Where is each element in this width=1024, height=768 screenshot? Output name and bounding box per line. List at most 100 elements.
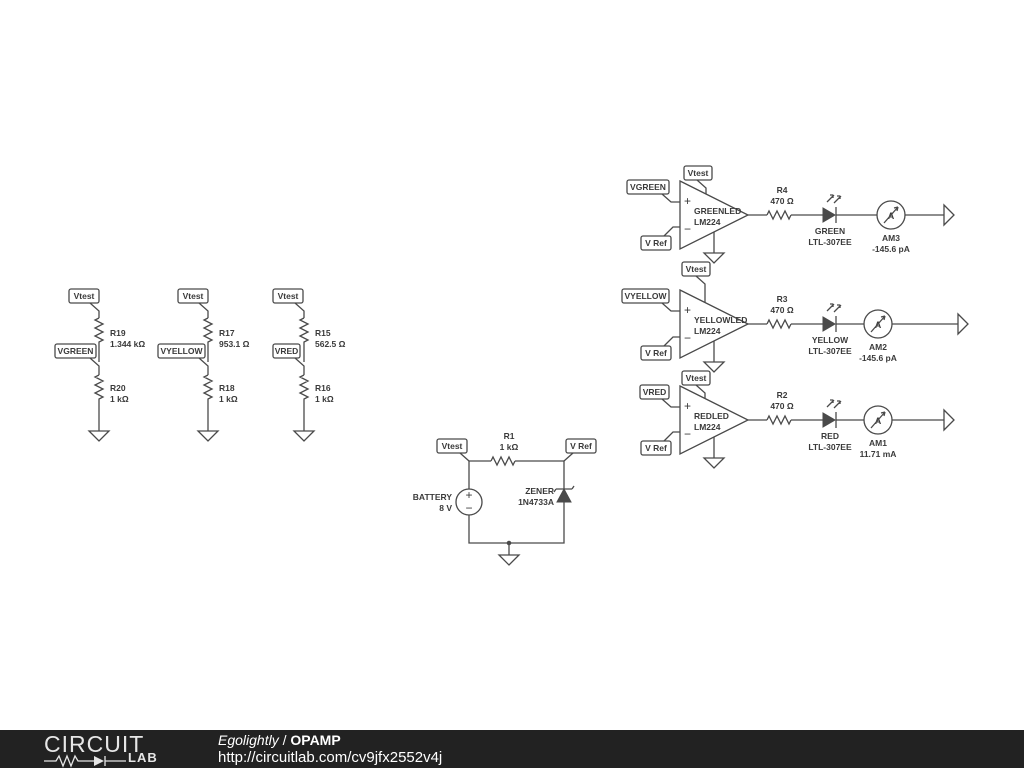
plus-icon: + bbox=[465, 488, 472, 502]
r19-name: R19 bbox=[110, 328, 126, 338]
r20-name: R20 bbox=[110, 383, 126, 393]
tag-text: Vtest bbox=[278, 291, 299, 301]
r15-name: R15 bbox=[315, 328, 331, 338]
plus-icon: + bbox=[684, 303, 691, 317]
minus-icon: − bbox=[684, 222, 691, 236]
led-name: YELLOW bbox=[812, 335, 849, 345]
r17-name: R17 bbox=[219, 328, 235, 338]
circuit-title: Egolightly / OPAMP bbox=[218, 731, 341, 749]
r15-value: 562.5 Ω bbox=[315, 339, 346, 349]
ground-symbol bbox=[957, 312, 969, 336]
net-label-vref bbox=[640, 345, 672, 361]
net-label-vred bbox=[639, 384, 670, 400]
tag-text: Vtest bbox=[686, 373, 707, 383]
led-yellow[interactable] bbox=[822, 303, 842, 332]
zener-diode[interactable] bbox=[553, 485, 575, 503]
plus-icon: + bbox=[684, 399, 691, 413]
resistor-r17[interactable] bbox=[202, 317, 214, 362]
net-label-vtest bbox=[436, 438, 468, 454]
led-green[interactable] bbox=[822, 194, 842, 223]
net-label-vtest bbox=[272, 288, 304, 304]
resistor-r4[interactable] bbox=[766, 209, 792, 221]
ground-symbol bbox=[497, 554, 521, 566]
circuit-url[interactable]: http://circuitlab.com/cv9jfx2552v4j bbox=[218, 749, 443, 766]
author-link[interactable]: Egolightly bbox=[218, 732, 279, 748]
resistor-r3[interactable] bbox=[766, 318, 792, 330]
zener-name: ZENER bbox=[525, 486, 554, 496]
minus-icon: − bbox=[684, 427, 691, 441]
minus-icon: − bbox=[684, 331, 691, 345]
divider-green[interactable]: Vtest R19 1.344 kΩ VGREEN R20 1 kΩ bbox=[54, 288, 145, 442]
led-part: LTL-307EE bbox=[808, 237, 852, 247]
schematic-canvas[interactable]: Vtest R19 1.344 kΩ VGREEN R20 1 kΩ Vtest… bbox=[0, 0, 1024, 730]
opamp-part: LM224 bbox=[694, 422, 721, 432]
resistor-r2[interactable] bbox=[766, 414, 792, 426]
opamp-name: REDLED bbox=[694, 411, 729, 421]
ground-symbol bbox=[292, 430, 316, 442]
r3-name: R3 bbox=[777, 294, 788, 304]
led-name: RED bbox=[821, 431, 839, 441]
ground-symbol bbox=[943, 203, 955, 227]
channel-red[interactable]: Vtest VRED V Ref + − REDLED LM224 R2 470… bbox=[639, 370, 955, 469]
channel-yellow[interactable]: Vtest VYELLOW V Ref + − YELLOWLED LM224 … bbox=[621, 261, 969, 373]
battery-value: 8 V bbox=[439, 503, 452, 513]
net-label-vtest bbox=[177, 288, 209, 304]
title-separator: / bbox=[278, 732, 291, 748]
project-name[interactable]: OPAMP bbox=[290, 732, 341, 748]
opamp-name: YELLOWLED bbox=[694, 315, 747, 325]
ammeter-icon: A bbox=[875, 416, 882, 426]
resistor-r1[interactable] bbox=[490, 455, 516, 467]
tag-text: VGREEN bbox=[630, 182, 666, 192]
divider-red[interactable]: Vtest R15 562.5 Ω VRED R16 1 kΩ bbox=[272, 288, 346, 442]
ground-symbol bbox=[196, 430, 220, 442]
r2-name: R2 bbox=[777, 390, 788, 400]
tag-text: VYELLOW bbox=[624, 291, 667, 301]
logo-text-circuit: CIRCUIT bbox=[44, 731, 145, 757]
net-label-vgreen bbox=[626, 179, 670, 195]
r18-name: R18 bbox=[219, 383, 235, 393]
tag-text: VRED bbox=[275, 346, 299, 356]
ammeter-icon: A bbox=[875, 320, 882, 330]
resistor-r20[interactable] bbox=[93, 374, 105, 431]
tag-text: V Ref bbox=[645, 238, 667, 248]
r1-name: R1 bbox=[504, 431, 515, 441]
reference-circuit[interactable]: Vtest R1 1 kΩ V Ref + − BATTERY 8 V ZENE… bbox=[413, 431, 597, 566]
light-rays-icon bbox=[826, 194, 842, 204]
resistor-r18[interactable] bbox=[202, 374, 214, 431]
ground-symbol bbox=[702, 457, 726, 469]
net-label-vtest bbox=[683, 165, 713, 181]
footer-bar: CIRCUIT LAB Egolightly / OPAMP http://ci… bbox=[0, 730, 1024, 768]
r2-value: 470 Ω bbox=[770, 401, 794, 411]
net-label-vtest bbox=[68, 288, 100, 304]
resistor-r19[interactable] bbox=[93, 317, 105, 362]
opamp-name: GREENLED bbox=[694, 206, 741, 216]
meter-name: AM3 bbox=[882, 233, 900, 243]
light-rays-icon bbox=[826, 399, 842, 409]
r17-value: 953.1 Ω bbox=[219, 339, 250, 349]
net-label-vgreen bbox=[54, 343, 97, 359]
ammeter-icon: A bbox=[888, 211, 895, 221]
circuitlab-logo[interactable]: CIRCUIT LAB bbox=[44, 731, 174, 768]
battery-name: BATTERY bbox=[413, 492, 453, 502]
divider-yellow[interactable]: Vtest R17 953.1 Ω VYELLOW R18 1 kΩ bbox=[157, 288, 250, 442]
r16-value: 1 kΩ bbox=[315, 394, 334, 404]
meter-name: AM2 bbox=[869, 342, 887, 352]
led-red[interactable] bbox=[822, 399, 842, 428]
net-label-vred bbox=[272, 343, 301, 359]
net-label-vyellow bbox=[157, 343, 206, 359]
meter-reading: -145.6 pA bbox=[872, 244, 910, 254]
tag-text: Vtest bbox=[183, 291, 204, 301]
ground-symbol bbox=[943, 408, 955, 432]
resistor-r16[interactable] bbox=[298, 374, 310, 431]
tag-text: Vtest bbox=[74, 291, 95, 301]
tag-text: V Ref bbox=[645, 443, 667, 453]
channel-green[interactable]: Vtest VGREEN V Ref + − GREENLED LM224 R4… bbox=[626, 165, 955, 264]
light-rays-icon bbox=[826, 303, 842, 313]
resistor-r15[interactable] bbox=[298, 317, 310, 362]
logo-resistor-icon bbox=[44, 754, 126, 768]
plus-icon: + bbox=[684, 194, 691, 208]
r1-value: 1 kΩ bbox=[500, 442, 519, 452]
net-label-vyellow bbox=[621, 288, 670, 304]
tag-text: Vtest bbox=[688, 168, 709, 178]
tag-text: Vtest bbox=[686, 264, 707, 274]
